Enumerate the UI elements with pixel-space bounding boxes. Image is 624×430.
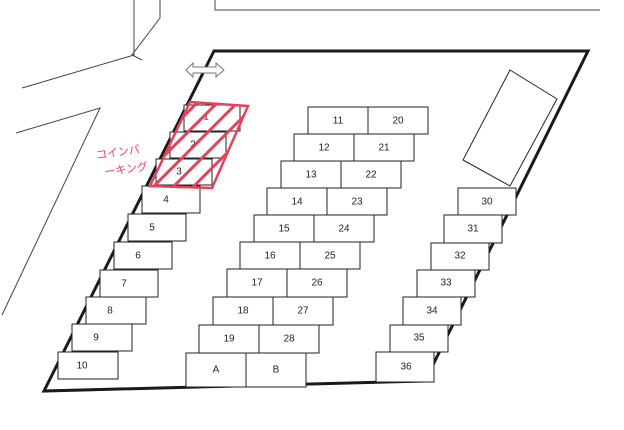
road-diagonal	[131, 0, 161, 61]
stall-label-21: 21	[378, 143, 390, 154]
stall-19	[198, 324, 260, 354]
annotation-line-2: ーキング	[103, 159, 148, 179]
stall-label-17: 17	[251, 278, 263, 289]
stall-label-26: 26	[311, 278, 323, 289]
stall-label-B: B	[273, 365, 280, 376]
stall-35	[389, 324, 449, 353]
stall-label-32: 32	[454, 251, 466, 262]
stall-label-16: 16	[264, 251, 276, 262]
stall-20	[367, 106, 429, 135]
stall-13	[280, 160, 342, 189]
stall-label-3: 3	[176, 167, 182, 178]
stall-label-27: 27	[297, 306, 309, 317]
stall-label-35: 35	[413, 333, 425, 344]
stall-label-22: 22	[365, 170, 377, 181]
stall-label-24: 24	[338, 224, 350, 235]
stall-17	[226, 268, 288, 298]
entrance-arrow-icon	[185, 61, 225, 79]
stall-label-11: 11	[333, 116, 344, 127]
stall-label-1: 1	[203, 112, 209, 123]
stall-label-7: 7	[121, 279, 127, 290]
coin-parking-outline	[148, 100, 250, 190]
stall-label-28: 28	[283, 334, 295, 345]
stall-label-5: 5	[149, 223, 155, 234]
center-row-left: 11 12 13 14 15 16 17 18 19	[198, 106, 369, 354]
stall-5	[127, 213, 187, 242]
stall-label-6: 6	[135, 251, 141, 262]
annotation-line-1: コインパ	[95, 143, 140, 162]
road-left	[1, 107, 101, 316]
stall-2	[169, 131, 227, 159]
building	[462, 69, 558, 187]
stall-label-9: 9	[93, 333, 99, 344]
stall-3	[155, 158, 213, 186]
center-row-right: 20 21 22 23 24 25 26 27 28	[258, 106, 429, 354]
stall-22	[340, 160, 402, 189]
stall-label-33: 33	[440, 278, 452, 289]
stall-label-19: 19	[223, 334, 235, 345]
stall-label-30: 30	[481, 197, 493, 208]
bottom-row: A B	[185, 352, 307, 388]
stall-31	[443, 214, 503, 244]
stall-A	[185, 352, 247, 388]
stall-label-20: 20	[392, 116, 404, 127]
stall-label-23: 23	[351, 197, 363, 208]
stall-36	[375, 351, 435, 383]
road-top-left	[21, 0, 135, 89]
stall-label-4: 4	[163, 195, 169, 206]
stall-10	[57, 351, 119, 380]
roads	[1, 0, 600, 316]
stall-9	[71, 323, 133, 352]
stall-label-13: 13	[305, 170, 317, 181]
right-row: 30 31 32 33 34 35 36	[375, 187, 517, 383]
stall-label-36: 36	[400, 362, 412, 373]
stall-label-31: 31	[467, 224, 479, 235]
stall-label-A: A	[213, 365, 220, 376]
stall-18	[212, 296, 274, 326]
stall-34	[402, 296, 462, 326]
stall-27	[272, 296, 334, 326]
stall-label-14: 14	[291, 197, 303, 208]
stall-label-8: 8	[107, 306, 113, 317]
stall-32	[430, 242, 490, 271]
stall-11	[307, 106, 369, 135]
stall-label-25: 25	[324, 251, 336, 262]
stall-label-12: 12	[318, 143, 330, 154]
stall-4	[141, 185, 201, 214]
stall-label-15: 15	[278, 224, 290, 235]
stall-label-10: 10	[76, 361, 88, 372]
stall-6	[113, 241, 173, 270]
stall-label-34: 34	[426, 306, 438, 317]
stall-8	[85, 296, 147, 325]
stall-26	[286, 268, 348, 298]
stall-label-18: 18	[237, 306, 249, 317]
stall-B	[245, 352, 307, 388]
stall-7	[99, 269, 159, 298]
road-top-right	[214, 0, 600, 11]
coin-parking-annotation: コインパ ーキング	[95, 143, 149, 179]
